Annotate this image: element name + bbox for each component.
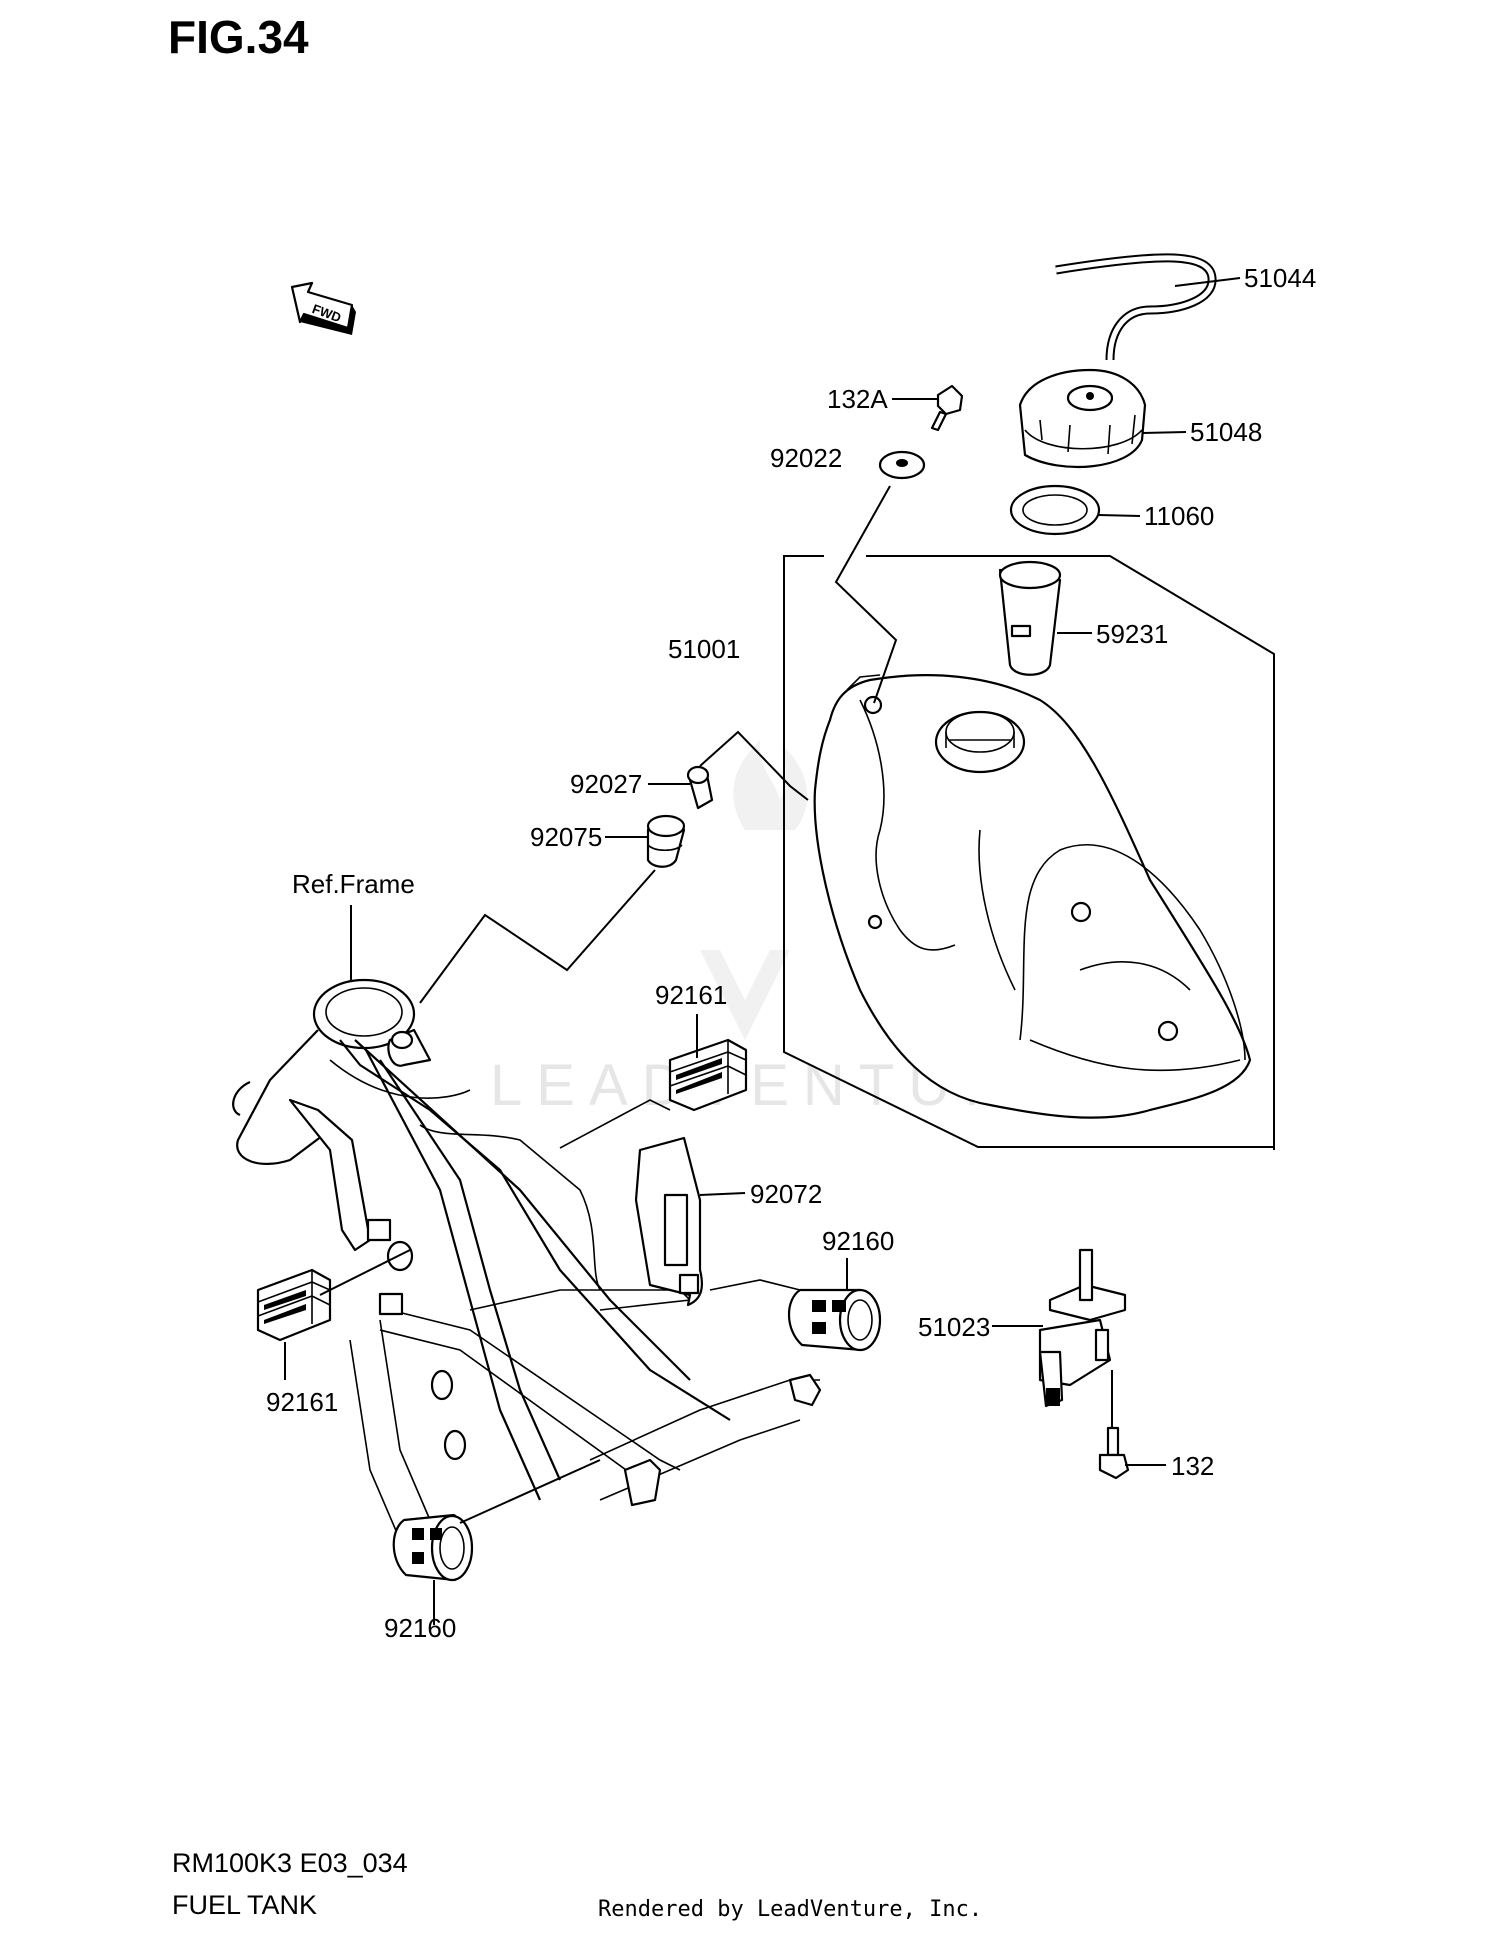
label-51048: 51048 (1190, 417, 1262, 447)
fuel-cap-part[interactable] (1018, 368, 1147, 469)
label-51023: 51023 (918, 1312, 990, 1342)
fuel-tank-part[interactable] (813, 674, 1252, 1119)
label-51044: 51044 (1244, 263, 1316, 293)
bolt-132-part[interactable] (1098, 1426, 1130, 1480)
label-92160-right: 92160 (822, 1226, 894, 1256)
collar-92027-part[interactable] (686, 765, 714, 810)
label-11060: 11060 (1144, 501, 1214, 531)
fwd-arrow-icon: FWD (290, 281, 356, 335)
washer-92022-part[interactable] (878, 450, 926, 480)
cap-gasket-part[interactable] (1009, 484, 1101, 536)
rubber-92161-top-part[interactable] (668, 1038, 748, 1112)
figure-title: FIG.34 (168, 11, 309, 63)
fuel-filter-part[interactable] (998, 560, 1062, 676)
strap-92072-part[interactable] (634, 1136, 704, 1307)
fuel-cock-part[interactable] (1038, 1248, 1127, 1408)
label-92161-left: 92161 (266, 1387, 338, 1417)
label-92160-bottom: 92160 (384, 1613, 456, 1643)
breather-hose-part[interactable] (1055, 253, 1217, 361)
label-59231: 59231 (1096, 619, 1168, 649)
label-132: 132 (1171, 1451, 1214, 1481)
label-132a: 132A (827, 384, 888, 414)
label-92161-top: 92161 (655, 980, 727, 1010)
render-credit: Rendered by LeadVenture, Inc. (598, 1897, 983, 1922)
rubber-92161-left-part[interactable] (256, 1268, 332, 1342)
label-92022: 92022 (770, 443, 842, 473)
diagram-code: RM100K3 E03_034 (172, 1848, 408, 1878)
label-92072: 92072 (750, 1179, 822, 1209)
tank-group-bracket (866, 555, 1275, 1150)
rubber-92160-bottom-part[interactable] (392, 1513, 474, 1582)
grommet-92075-part[interactable] (646, 814, 686, 868)
frame-reference (232, 978, 822, 1541)
rubber-92160-right-part[interactable] (787, 1288, 882, 1352)
bolt-132a-part[interactable] (930, 384, 964, 432)
label-51001: 51001 (668, 634, 740, 664)
diagram-name: FUEL TANK (172, 1890, 318, 1920)
label-92075: 92075 (530, 822, 602, 852)
watermark-logo (700, 740, 808, 1040)
label-ref-frame: Ref.Frame (292, 869, 415, 899)
label-92027: 92027 (570, 769, 642, 799)
